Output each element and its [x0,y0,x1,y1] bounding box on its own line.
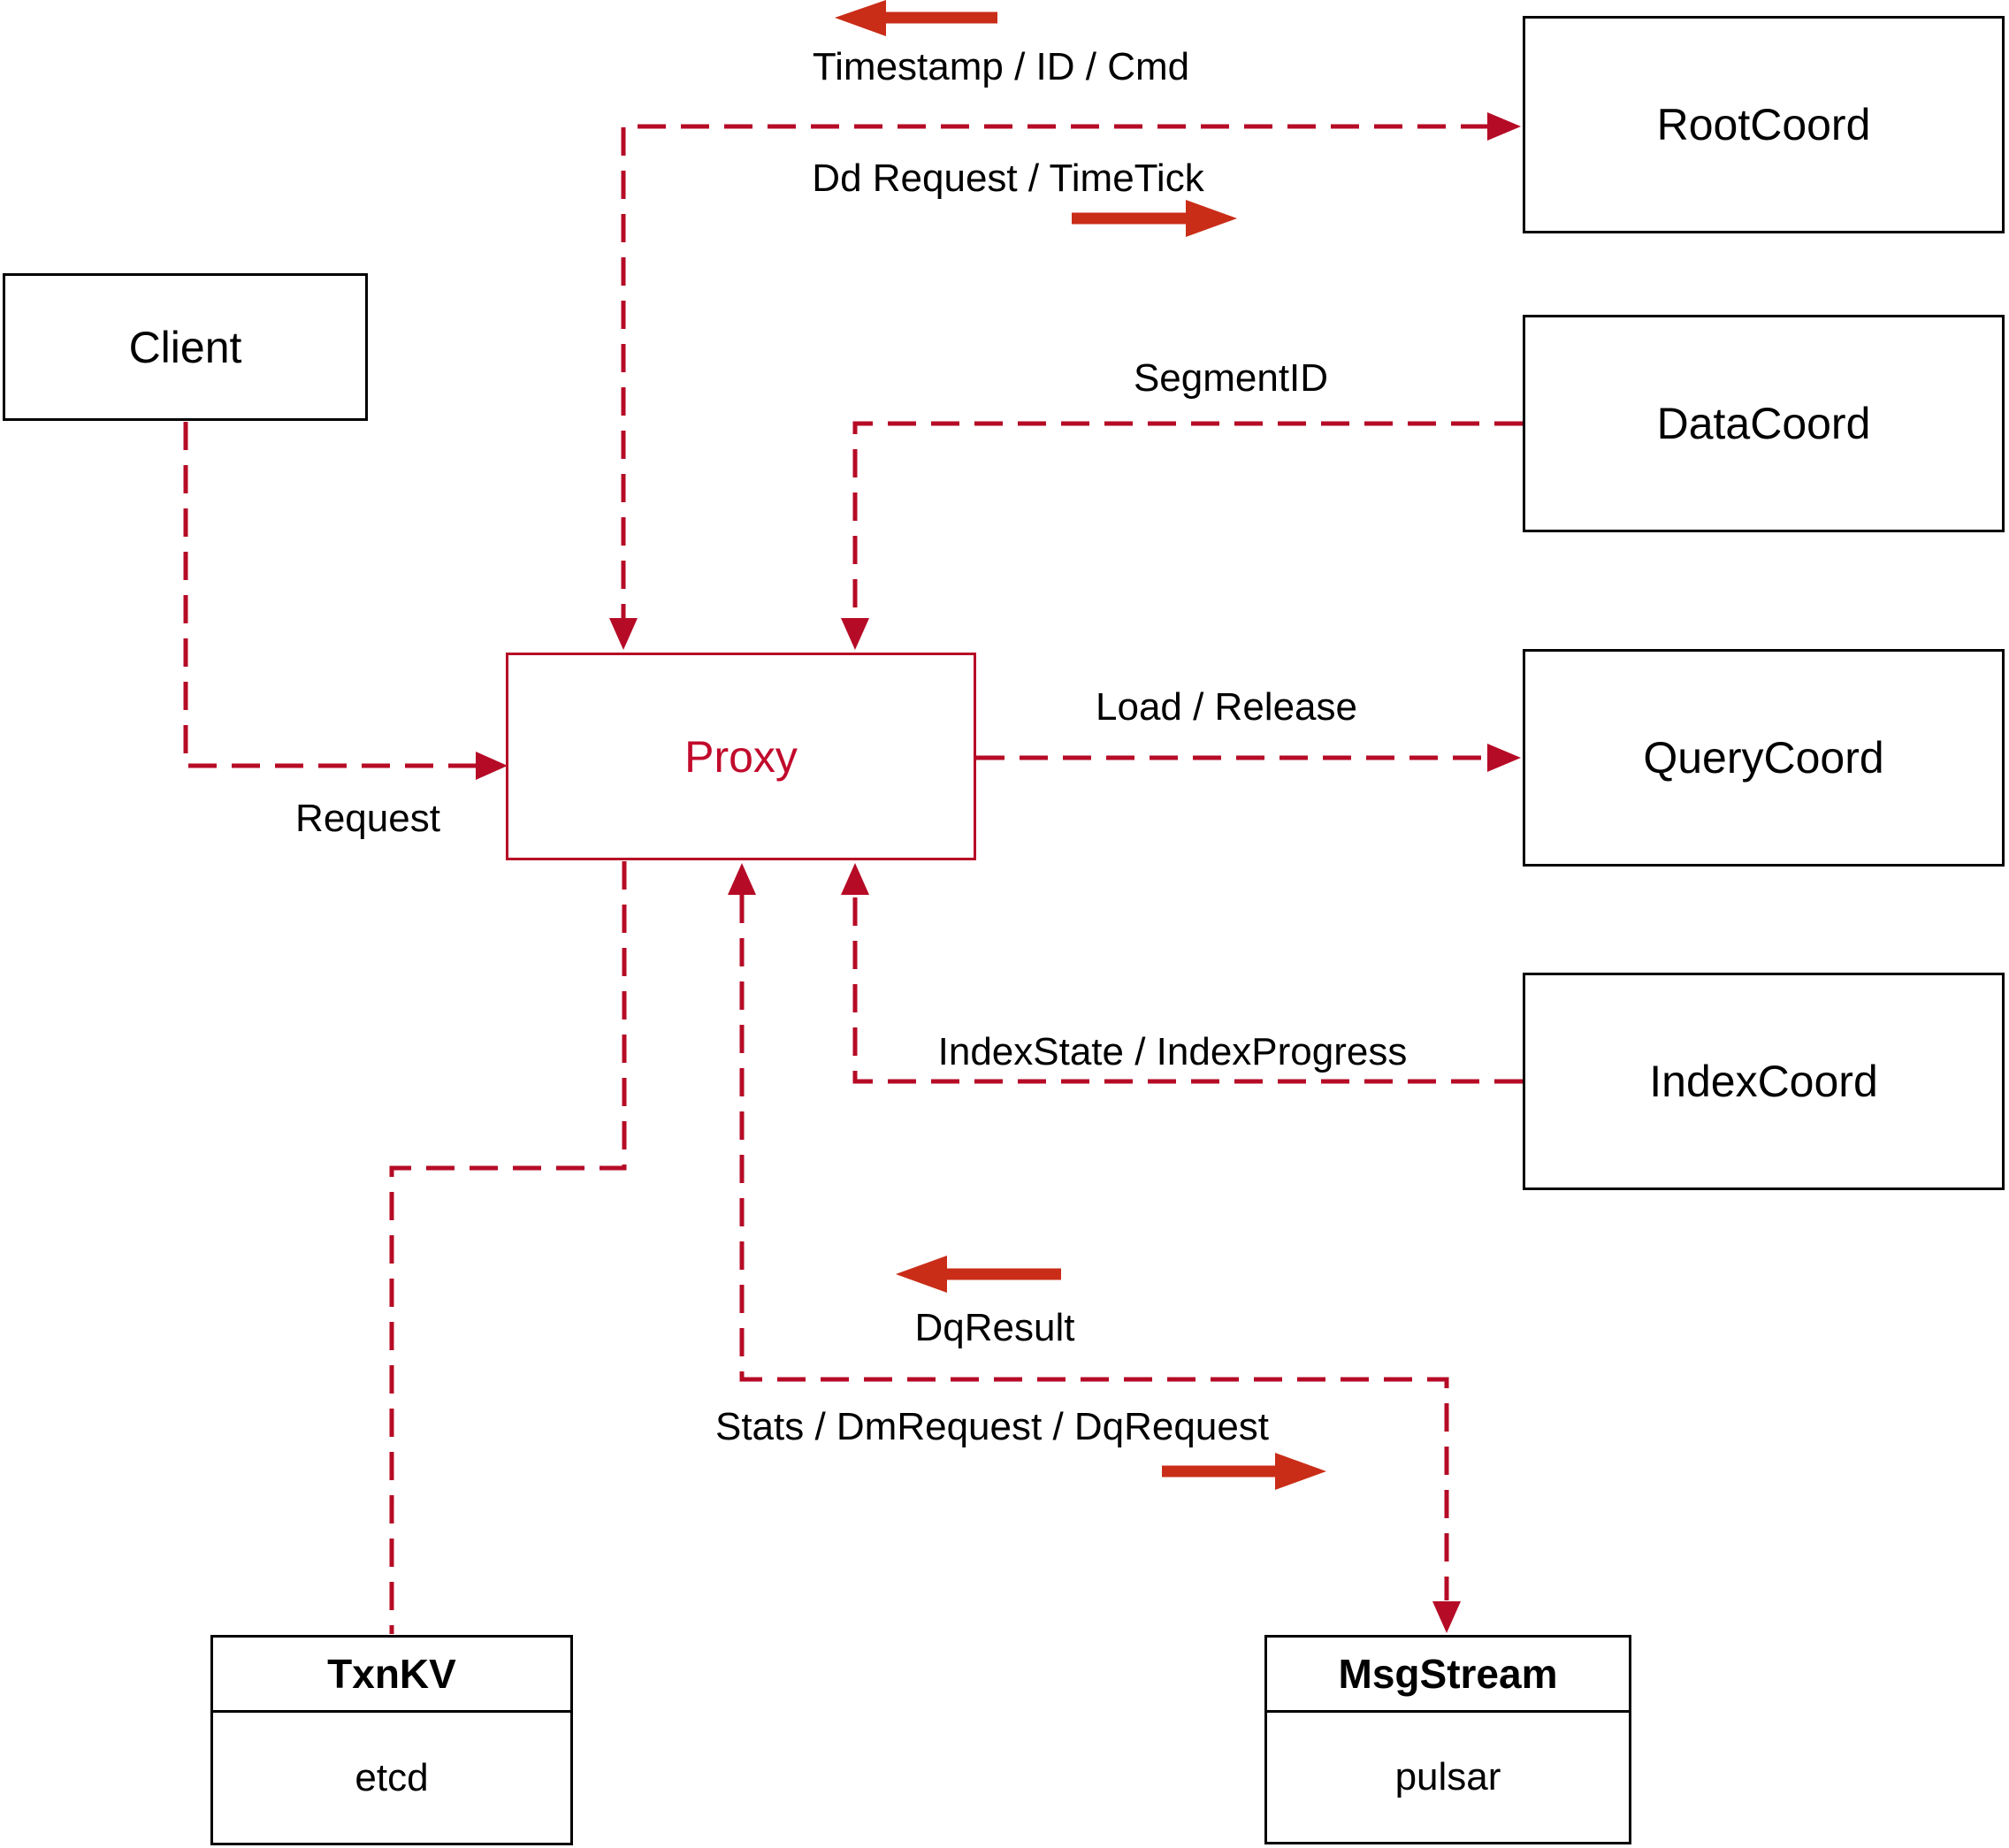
node-txnkv-impl: etcd [355,1755,429,1799]
edge-label-indexstate-indexprogress: IndexState / IndexProgress [937,1030,1408,1073]
arrowhead-into-proxy-top-left [609,618,638,650]
node-datacoord-label: DataCoord [1656,399,1871,448]
arrowhead-into-rootcoord [1487,112,1521,141]
bold-right-arrow-stats [1162,1453,1326,1490]
node-msgstream: MsgStream pulsar [1264,1635,1631,1844]
node-msgstream-impl: pulsar [1394,1755,1501,1798]
node-client: Client [3,273,368,421]
edge-label-segmentid: SegmentID [1133,356,1329,400]
node-indexcoord: IndexCoord [1523,973,2005,1190]
edge-label-request: Request [295,797,440,840]
node-querycoord: QueryCoord [1523,649,2005,867]
arrowhead-into-proxy-bottom-right [841,863,869,895]
connector-proxy-txnkv [389,861,627,1634]
bold-left-arrow-timestamp [835,0,997,36]
connector-indexcoord-proxy [852,895,1523,1084]
edge-label-dd-request-timetick: Dd Request / TimeTick [812,157,1204,200]
node-rootcoord: RootCoord [1523,16,2005,233]
bold-right-arrow-dd-request [1072,200,1237,237]
bold-left-arrow-dqresult [896,1256,1061,1293]
node-msgstream-title: MsgStream [1267,1638,1629,1713]
node-txnkv: TxnKV etcd [210,1635,573,1845]
edge-label-dqresult: DqResult [914,1306,1075,1349]
edge-label-load-release: Load / Release [1096,685,1357,729]
arrowhead-into-proxy-bottom-mid [728,863,756,895]
connector-proxy-rootcoord [621,124,1489,619]
node-indexcoord-label: IndexCoord [1649,1057,1878,1106]
node-datacoord: DataCoord [1523,315,2005,532]
node-client-label: Client [128,322,242,372]
edge-label-stats-dmrequest-dqrequest: Stats / DmRequest / DqRequest [714,1405,1270,1448]
arrowhead-into-proxy-left [476,752,508,780]
connector-proxy-msgstream [739,895,1449,1600]
connector-client-proxy [183,422,476,768]
node-txnkv-title: TxnKV [213,1638,570,1713]
arrowhead-into-proxy-top-right [841,618,869,650]
arrowhead-into-querycoord [1487,744,1521,772]
edge-label-timestamp-id-cmd: Timestamp / ID / Cmd [812,45,1190,88]
arrowhead-into-msgstream [1432,1601,1461,1633]
connector-datacoord-proxy [852,421,1523,619]
node-querycoord-label: QueryCoord [1643,733,1884,783]
node-proxy: Proxy [506,653,976,860]
node-rootcoord-label: RootCoord [1656,100,1871,149]
node-proxy-label: Proxy [684,731,798,782]
